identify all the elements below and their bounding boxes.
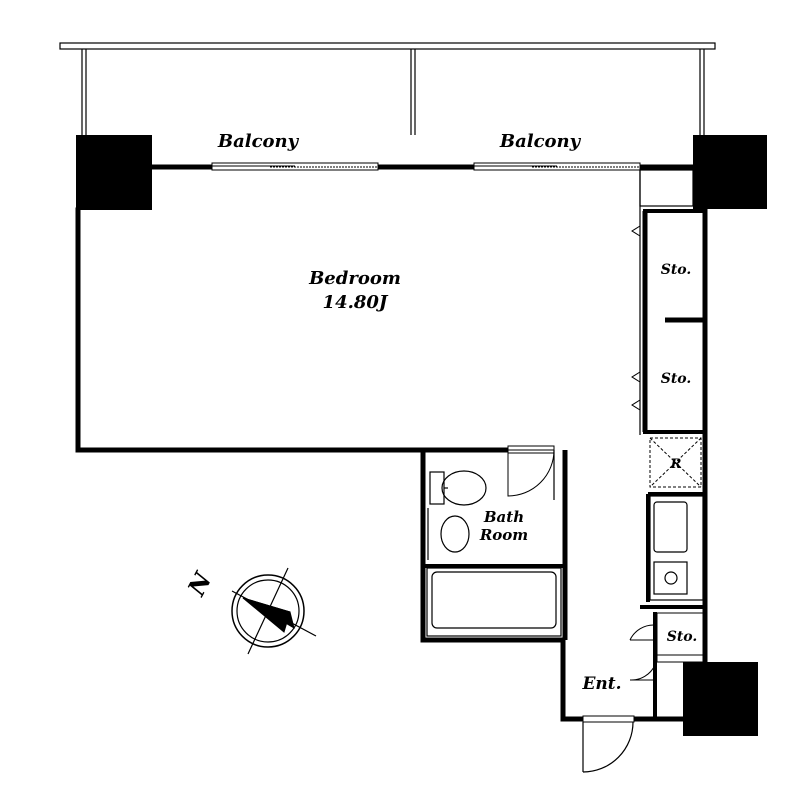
refrigerator-space [649, 437, 702, 488]
column-bottom-right [683, 662, 758, 736]
column-top-right [693, 135, 767, 209]
compass [231, 567, 317, 655]
storage-closets [631, 209, 705, 434]
balcony-right-label: Balcony [499, 131, 582, 152]
bath-label-line2: Room [479, 526, 528, 544]
entrance-label: Ent. [581, 674, 621, 694]
compass-north-label: N [181, 566, 218, 601]
storage-lower-label: Sto. [661, 371, 692, 387]
column-top-left [76, 135, 152, 210]
cooktop [653, 561, 688, 595]
bathtub-outer [426, 567, 562, 637]
storage-entry-label: Sto. [667, 629, 698, 645]
alcove [639, 169, 694, 207]
kitchen-sink [653, 501, 688, 553]
bath-door-swing [507, 449, 555, 497]
bathtub-inner [431, 571, 557, 629]
entrance-door [582, 715, 635, 773]
balcony-left-label: Balcony [217, 131, 300, 152]
balcony-window-right [473, 162, 641, 171]
storage-upper-label: Sto. [661, 262, 692, 278]
entry-storage [629, 612, 705, 719]
balcony-railing [59, 42, 716, 137]
kitchen-counter [640, 492, 705, 609]
bedroom-label: Bedroom [308, 268, 401, 289]
balcony-window-left [211, 162, 379, 171]
bath-label-line1: Bath [483, 508, 524, 526]
bathroom [423, 445, 568, 640]
toilet-bowl [441, 470, 487, 506]
washbasin [440, 515, 470, 553]
exterior-walls [75, 164, 708, 722]
bedroom-size-label: 14.80J [323, 292, 389, 313]
refrigerator-label: R [670, 457, 682, 472]
